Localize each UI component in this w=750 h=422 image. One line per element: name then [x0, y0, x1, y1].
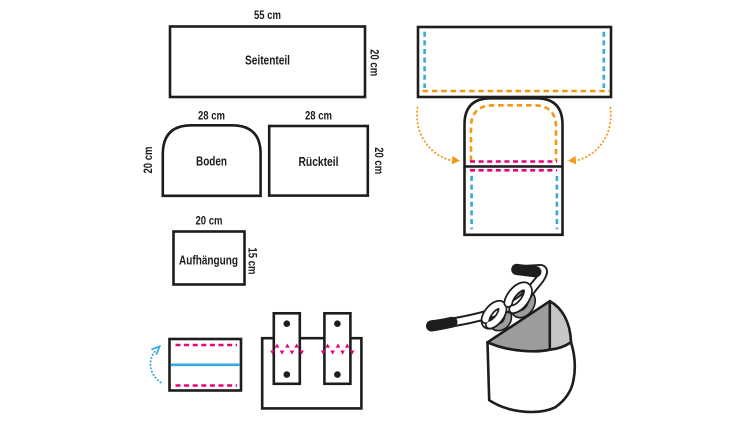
svg-text:20 cm: 20 cm: [143, 147, 155, 174]
svg-text:Aufhängung: Aufhängung: [179, 254, 238, 268]
svg-text:20 cm: 20 cm: [196, 216, 223, 228]
svg-text:20 cm: 20 cm: [372, 147, 384, 174]
svg-text:55 cm: 55 cm: [254, 10, 281, 22]
svg-text:28 cm: 28 cm: [305, 111, 332, 123]
svg-text:15 cm: 15 cm: [246, 248, 258, 275]
svg-text:Rückteil: Rückteil: [299, 155, 339, 169]
svg-text:Boden: Boden: [196, 154, 227, 168]
svg-text:20 cm: 20 cm: [367, 49, 379, 76]
svg-text:Seitenteil: Seitenteil: [245, 54, 290, 68]
svg-text:28 cm: 28 cm: [198, 111, 225, 123]
